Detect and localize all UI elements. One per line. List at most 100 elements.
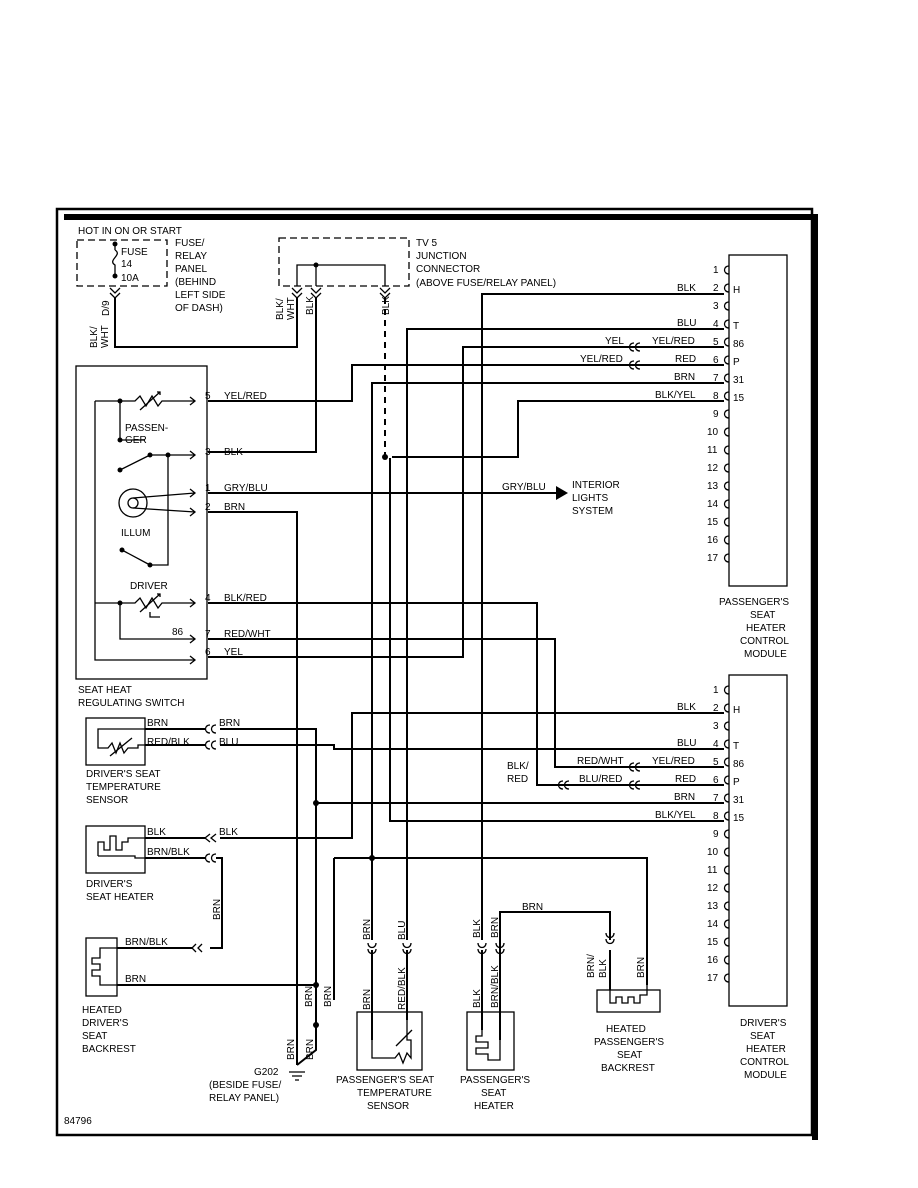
drv-module-pin-4: 4: [713, 739, 719, 750]
frame-shadow-right: [812, 214, 818, 1140]
pass-variable-arrow-icon: [139, 391, 161, 411]
pass-temp-box: [356, 1011, 423, 1071]
drv-backrest-leads: [117, 947, 192, 986]
interior-label-1: INTERIOR: [572, 480, 620, 491]
pass-heater-connector-a-icon: [477, 942, 487, 955]
fuse-node-bottom: [112, 273, 118, 279]
drv-pin8-wire: BLK/YEL: [655, 810, 696, 821]
fuse-panel-outline: [76, 239, 168, 287]
switch-internal-bus: [94, 401, 195, 661]
switch-wire-1: GRY/BLU: [224, 483, 268, 494]
drv-thermistor-arrow-icon: [109, 737, 133, 757]
wire-pass-pin2-blk: [481, 293, 724, 940]
drv-temp-wire-b2: BLU: [219, 737, 238, 748]
drv-switch-contact-2: [147, 562, 153, 568]
drv-heater-box: [85, 825, 146, 874]
pass-module-pin-11: 11: [707, 445, 718, 456]
pass-module-term-31: 31: [733, 375, 745, 386]
pass-module-pin-15-connector-icon: [723, 517, 730, 527]
pass-heater-label-3: HEATER: [474, 1101, 514, 1112]
pass-heater-wire-bottom-1: BLK: [472, 989, 483, 1008]
drv-temp-label-1: DRIVER'S SEAT: [86, 769, 161, 780]
pass-backrest-label-2: PASSENGER'S: [594, 1037, 664, 1048]
drv-pin6-wire2: RED: [675, 774, 696, 785]
pass-module-pin-13-connector-icon: [723, 481, 730, 491]
illum-lamp-filament-icon: [127, 497, 139, 509]
pass-heater-wire-top-2: BRN: [490, 917, 501, 938]
pass-pin5-connector-icon: [628, 342, 641, 352]
switch-pin-2: 2: [205, 502, 211, 513]
drv-temp-connector-b-icon: [204, 740, 217, 750]
drv-module-pin-16: 16: [707, 955, 719, 966]
pass-pin2-wire: BLK: [677, 283, 696, 294]
drv-module-pin-3: 3: [713, 721, 719, 732]
junction-bus: [296, 264, 386, 286]
fuse-connector-icon: [109, 287, 121, 299]
pass-pin5-wire2: YEL/RED: [652, 336, 695, 347]
drv-pin7-wire: BRN: [674, 792, 695, 803]
figure-id: 84796: [64, 1116, 92, 1127]
hot-label: HOT IN ON OR START: [78, 226, 182, 237]
drv-thermistor-icon: [97, 728, 145, 755]
switch-wire-4: BLK/RED: [224, 593, 267, 604]
junction-label-3: CONNECTOR: [416, 264, 480, 275]
wire-drv-temp-brn: [220, 728, 317, 1025]
pass-module-pin-17-connector-icon: [723, 553, 730, 563]
drv-heater-connector-b-icon: [204, 853, 217, 863]
splice-dot-1: [382, 454, 388, 460]
drv-pin5-connector-icon: [628, 762, 641, 772]
pass-module-pin-8-connector-icon: [723, 391, 730, 401]
pass-module-term-15: 15: [733, 393, 745, 404]
drv-module-pin-8-connector-icon: [723, 811, 730, 821]
switch-pin5-arrow-icon: [189, 396, 197, 406]
drv-pin5-wire2: YEL/RED: [652, 756, 695, 767]
drv-module-pin-2-connector-icon: [723, 703, 730, 713]
pass-pin6-connector-icon: [628, 360, 641, 370]
drv-heater-element-icon: [97, 835, 145, 859]
fuse-number: 14: [121, 259, 133, 270]
switch-pin7-6-arrow-icons: [189, 634, 197, 665]
switch-pin-5: 5: [205, 391, 211, 402]
wire-pass-heater-brn: [499, 911, 611, 950]
pass-module-pin-2: 2: [713, 283, 719, 294]
pass-module-pin-12: 12: [707, 463, 719, 474]
switch-pin-6: 6: [205, 647, 211, 658]
drv-backrest-label-2: DRIVER'S: [82, 1018, 129, 1029]
drv-module-pin-15-connector-icon: [723, 937, 730, 947]
drv-temp-connector-a-icon: [204, 724, 217, 734]
drv-blk-red-2: RED: [507, 774, 528, 785]
pass-module-pin-3-connector-icon: [723, 301, 730, 311]
drv-temp-leads: [145, 728, 205, 746]
illum-leads: [132, 492, 196, 513]
junction-label-2: JUNCTION: [416, 251, 467, 262]
drv-temp-wire-a2: BRN: [219, 718, 240, 729]
drv-backrest-label-3: SEAT: [82, 1031, 107, 1042]
junction-wire-left-1: BLK/: [275, 298, 286, 320]
pass-temp-connector-a-icon: [367, 942, 377, 955]
wire-drv-pin4-blu: [220, 744, 724, 750]
drv-module-pin-10-connector-icon: [723, 847, 730, 857]
pass-module-label-5: MODULE: [744, 649, 787, 660]
drv-pin5-wire: RED/WHT: [577, 756, 624, 767]
drv-backrest-wire-a: BRN/BLK: [125, 937, 168, 948]
pass-backrest-label-4: BACKREST: [601, 1063, 655, 1074]
drv-module-term-15: 15: [733, 813, 745, 824]
pass-module-pin-7: 7: [713, 373, 719, 384]
pass-module-label-1: PASSENGER'S: [719, 597, 789, 608]
pass-module-pin-9-connector-icon: [723, 409, 730, 419]
drv-pin2-wire: BLK: [677, 702, 696, 713]
pass-module-pin-4-connector-icon: [723, 319, 730, 329]
pass-module-pin-8: 8: [713, 391, 719, 402]
pass-backrest-connector-icon: [605, 932, 615, 945]
drv-module-pin-9-connector-icon: [723, 829, 730, 839]
drv-backrest-label-1: HEATED: [82, 1005, 122, 1016]
drv-module-pin-1-connector-icon: [723, 685, 730, 695]
splice-dot-5: [313, 1022, 319, 1028]
pass-module-pin-10-connector-icon: [723, 427, 730, 437]
pass-module-term-H: H: [733, 285, 740, 296]
switch-pin-1: 1: [205, 483, 211, 494]
drv-variable-arrow-icon: [139, 593, 161, 613]
drv-module-label-3: HEATER: [746, 1044, 786, 1055]
